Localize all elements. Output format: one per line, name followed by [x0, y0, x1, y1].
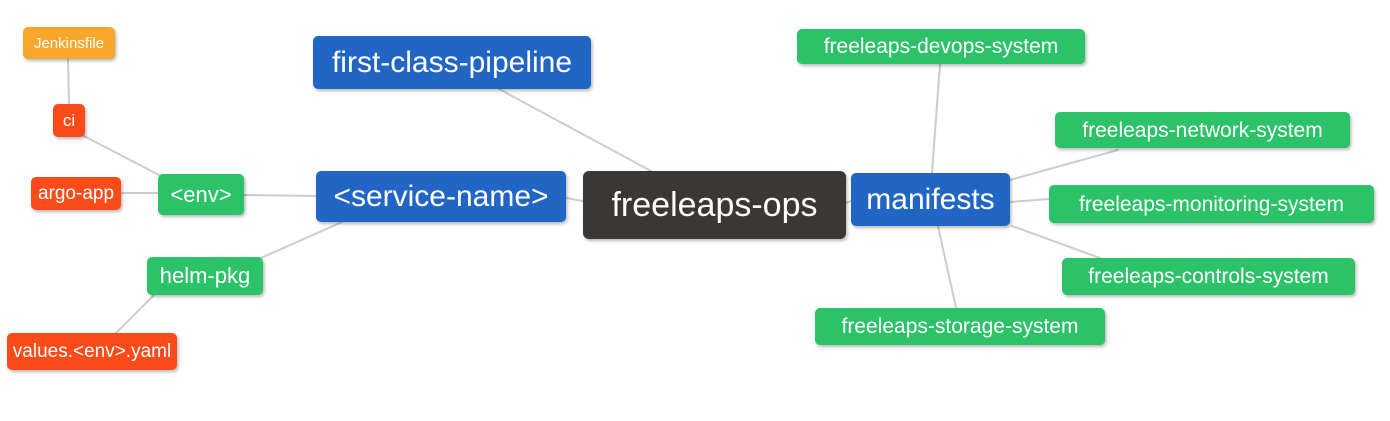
edge-manifests-monitoring-system — [1009, 198, 1050, 203]
node-freeleaps-monitoring-system[interactable]: freeleaps-monitoring-system — [1049, 185, 1374, 223]
node-freeleaps-controls-system[interactable]: freeleaps-controls-system — [1062, 258, 1355, 295]
edge-manifests-devops-system — [931, 63, 941, 174]
edge-service-name-freeleaps-ops — [565, 197, 584, 202]
node-helm-pkg[interactable]: helm-pkg — [147, 257, 263, 295]
edge-freeleaps-ops-manifests — [845, 200, 852, 204]
edge-ci-env — [83, 135, 162, 177]
node-values-env-yaml[interactable]: values.<env>.yaml — [7, 333, 177, 370]
node-env[interactable]: <env> — [158, 174, 244, 215]
node-ci[interactable]: ci — [53, 104, 85, 137]
edge-manifests-controls-system — [1011, 225, 1101, 259]
edge-helm-pkg-values-yaml — [115, 294, 155, 334]
node-freeleaps-network-system[interactable]: freeleaps-network-system — [1055, 112, 1350, 148]
edge-pipeline-freeleaps-ops — [498, 88, 652, 172]
edge-jenkinsfile-ci — [67, 58, 70, 105]
node-first-class-pipeline[interactable]: first-class-pipeline — [313, 36, 591, 89]
edge-env-service-name — [243, 194, 317, 197]
node-argo-app[interactable]: argo-app — [31, 177, 121, 210]
node-jenkinsfile[interactable]: Jenkinsfile — [23, 27, 115, 59]
node-manifests[interactable]: manifests — [851, 173, 1010, 226]
node-freeleaps-devops-system[interactable]: freeleaps-devops-system — [797, 29, 1085, 64]
edge-manifests-network-system — [1009, 149, 1119, 181]
node-service-name[interactable]: <service-name> — [316, 171, 566, 222]
node-freeleaps-ops[interactable]: freeleaps-ops — [583, 171, 846, 239]
node-freeleaps-storage-system[interactable]: freeleaps-storage-system — [815, 308, 1105, 345]
edge-service-name-helm-pkg — [260, 221, 343, 259]
edge-manifests-storage-system — [937, 225, 957, 309]
